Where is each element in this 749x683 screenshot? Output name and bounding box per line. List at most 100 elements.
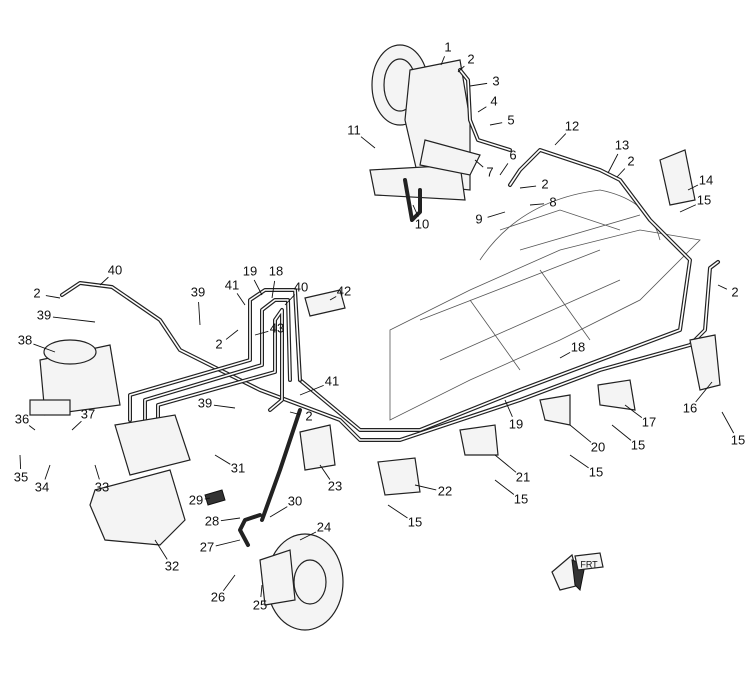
callout-number: 15 bbox=[631, 437, 645, 452]
callout-40: 40 bbox=[99, 262, 122, 286]
leader-line bbox=[487, 211, 506, 218]
callout-4: 4 bbox=[477, 93, 498, 113]
callout-number: 2 bbox=[627, 153, 634, 168]
callout-25: 25 bbox=[253, 584, 267, 612]
callout-2: 2 bbox=[289, 408, 313, 423]
callout-number: 40 bbox=[108, 262, 122, 277]
callout-15: 15 bbox=[494, 479, 528, 506]
callout-7: 7 bbox=[474, 159, 494, 179]
callout-number: 4 bbox=[490, 93, 497, 108]
callout-10: 10 bbox=[412, 204, 429, 231]
callout-38: 38 bbox=[18, 332, 56, 353]
leader-line bbox=[254, 330, 269, 336]
leader-line bbox=[253, 279, 263, 296]
callout-2: 2 bbox=[717, 284, 739, 299]
front-arrow-icon: FRT bbox=[551, 552, 604, 592]
callout-number: 29 bbox=[189, 492, 203, 507]
callout-number: 7 bbox=[486, 164, 493, 179]
callout-1: 1 bbox=[440, 39, 452, 66]
callout-14: 14 bbox=[687, 172, 713, 191]
callout-9: 9 bbox=[475, 211, 506, 226]
callout-number: 30 bbox=[288, 493, 302, 508]
callout-number: 18 bbox=[269, 263, 283, 278]
callout-number: 43 bbox=[270, 320, 284, 335]
leader-line bbox=[469, 82, 488, 87]
leader-line bbox=[360, 136, 376, 149]
leader-line bbox=[440, 56, 445, 66]
callout-3: 3 bbox=[469, 73, 500, 88]
leader-line bbox=[687, 184, 699, 191]
callout-number: 18 bbox=[571, 339, 585, 354]
callout-32: 32 bbox=[154, 539, 179, 573]
callout-number: 33 bbox=[95, 479, 109, 494]
callout-5: 5 bbox=[489, 112, 515, 127]
callout-28: 28 bbox=[205, 513, 241, 528]
callout-39: 39 bbox=[198, 395, 236, 410]
leader-line bbox=[94, 464, 100, 480]
callout-number: 16 bbox=[683, 400, 697, 415]
callout-15: 15 bbox=[679, 192, 711, 213]
callout-number: 2 bbox=[215, 336, 222, 351]
leader-line bbox=[616, 168, 626, 178]
callout-number: 23 bbox=[328, 478, 342, 493]
callout-18: 18 bbox=[269, 263, 283, 299]
callout-number: 24 bbox=[317, 519, 331, 534]
callout-number: 19 bbox=[509, 416, 523, 431]
callout-15: 15 bbox=[721, 411, 745, 447]
callout-number: 41 bbox=[225, 277, 239, 292]
leader-line bbox=[624, 404, 643, 418]
callout-number: 2 bbox=[33, 285, 40, 300]
leader-line bbox=[220, 517, 241, 522]
callout-36: 36 bbox=[15, 411, 36, 431]
callout-number: 8 bbox=[549, 194, 556, 209]
leader-line bbox=[504, 399, 513, 417]
leader-line bbox=[554, 133, 567, 146]
leader-line bbox=[71, 420, 82, 431]
leader-line bbox=[494, 454, 517, 473]
callout-number: 31 bbox=[231, 460, 245, 475]
callout-number: 38 bbox=[18, 332, 32, 347]
callout-number: 15 bbox=[408, 514, 422, 529]
callout-30: 30 bbox=[269, 493, 302, 518]
leader-line bbox=[299, 531, 317, 541]
rear-brake-assembly bbox=[369, 44, 481, 201]
orientation-marker-label: FRT bbox=[580, 559, 598, 569]
front-rotor bbox=[259, 533, 344, 631]
leader-line bbox=[412, 204, 419, 217]
callout-37: 37 bbox=[71, 406, 95, 431]
leader-line bbox=[494, 479, 515, 495]
callout-number: 20 bbox=[591, 439, 605, 454]
leader-line bbox=[679, 204, 697, 213]
leader-line bbox=[19, 454, 22, 470]
callout-number: 34 bbox=[35, 479, 49, 494]
leader-line bbox=[299, 384, 324, 396]
callout-19: 19 bbox=[504, 399, 523, 431]
callout-number: 21 bbox=[516, 469, 530, 484]
leader-line bbox=[319, 464, 331, 480]
callout-number: 39 bbox=[198, 395, 212, 410]
callout-18: 18 bbox=[559, 339, 585, 359]
leader-line bbox=[329, 296, 337, 301]
callout-number: 37 bbox=[81, 406, 95, 421]
callout-number: 26 bbox=[211, 589, 225, 604]
leader-line bbox=[45, 295, 61, 299]
leader-line bbox=[289, 411, 301, 416]
brake-tubes bbox=[60, 68, 720, 547]
leader-line bbox=[214, 454, 231, 465]
leader-line bbox=[236, 293, 246, 306]
leader-line bbox=[519, 185, 537, 189]
callout-19: 19 bbox=[243, 263, 263, 296]
leader-line bbox=[414, 484, 437, 491]
callout-number: 5 bbox=[507, 112, 514, 127]
callout-34: 34 bbox=[35, 464, 51, 494]
leader-line bbox=[271, 280, 276, 299]
leader-line bbox=[222, 574, 236, 592]
callout-number: 40 bbox=[294, 279, 308, 294]
leader-line bbox=[695, 381, 713, 403]
leader-line bbox=[387, 504, 408, 519]
callout-number: 17 bbox=[642, 414, 656, 429]
callout-41: 41 bbox=[225, 277, 246, 306]
callout-number: 3 bbox=[492, 73, 499, 88]
callout-number: 41 bbox=[325, 373, 339, 388]
